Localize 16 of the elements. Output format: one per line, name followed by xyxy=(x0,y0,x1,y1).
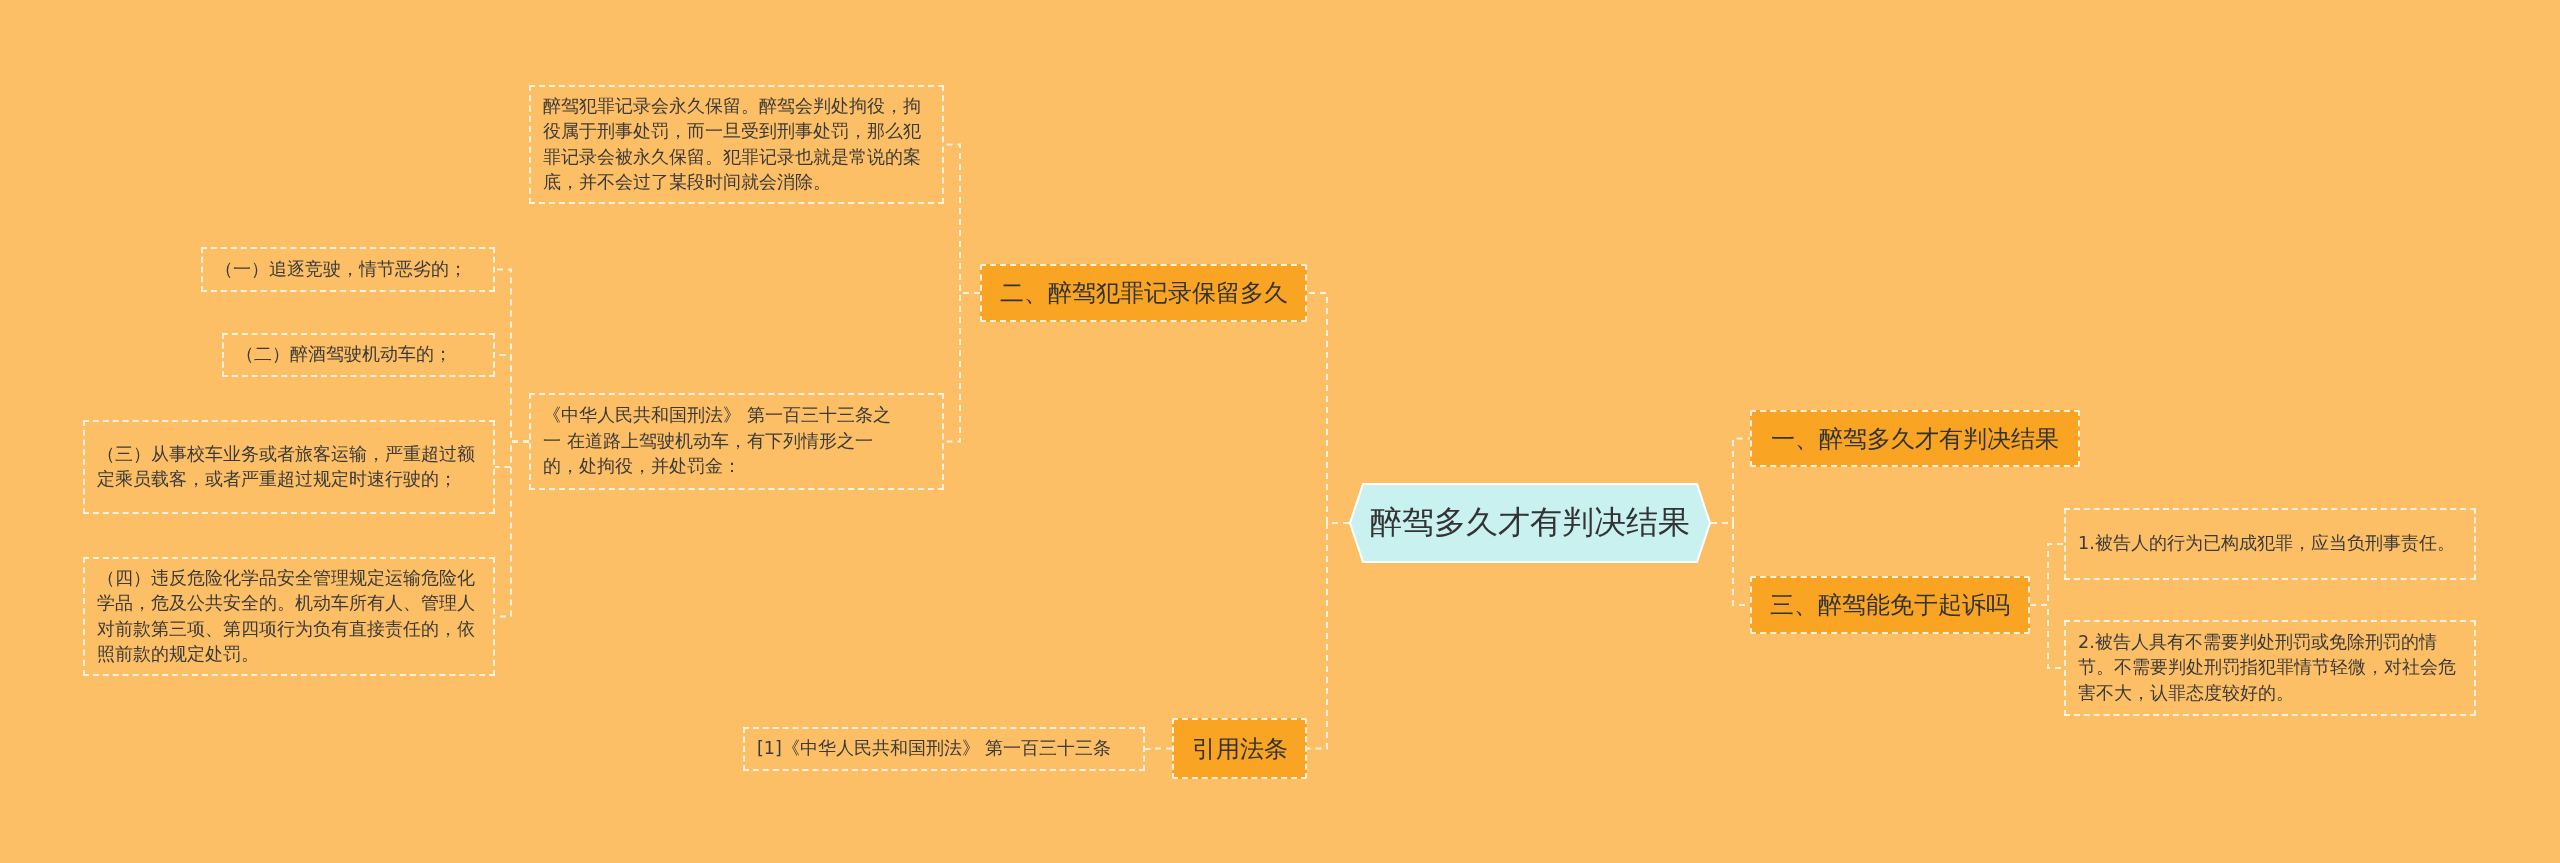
text-box: （二）醉酒驾驶机动车的； xyxy=(222,333,495,377)
text-box: 醉驾犯罪记录会永久保留。醉驾会判处拘役，拘役属于刑事处罚，而一旦受到刑事处罚，那么犯罪记录会被永久保留。犯罪记录也就是常说的案底，并不会过了某段时间就会消除。 xyxy=(529,85,944,204)
connector-line xyxy=(1144,747,1173,750)
text-box: （一）追逐竞驶，情节恶劣的； xyxy=(201,247,495,292)
text-box: 1.被告人的行为已构成犯罪，应当负刑事责任。 xyxy=(2064,508,2476,580)
branch-box: 二、醉驾犯罪记录保留多久 xyxy=(980,264,1307,322)
topic-hexagon: 醉驾多久才有判决结果 xyxy=(1349,483,1711,563)
text-box: 《中华人民共和国刑法》 第一百三十三条之一 在道路上驾驶机动车，有下列情形之一的，处拘役，并处罚金： xyxy=(529,393,944,490)
text-box: 2.被告人具有不需要判处刑罚或免除刑罚的情节。不需要判处刑罚指犯罪情节轻微，对社会危害不大，认罪态度较好的。 xyxy=(2064,620,2476,716)
branch-box: 三、醉驾能免于起诉吗 xyxy=(1750,576,2030,634)
text-box: [1]《中华人民共和国刑法》 第一百三十三条 xyxy=(743,727,1145,771)
connector-line xyxy=(1306,522,1350,750)
branch-box: 一、醉驾多久才有判决结果 xyxy=(1750,410,2080,467)
branch-box: 引用法条 xyxy=(1172,718,1307,779)
text-box: （三）从事校车业务或者旅客运输，严重超过额定乘员载客，或者严重超过规定时速行驶的； xyxy=(83,420,495,514)
text-box: （四）违反危险化学品安全管理规定运输危险化学品，危及公共安全的。机动车所有人、管理人对前款第三项、第四项行为负有直接责任的，依照前款的规定处罚。 xyxy=(83,557,495,676)
